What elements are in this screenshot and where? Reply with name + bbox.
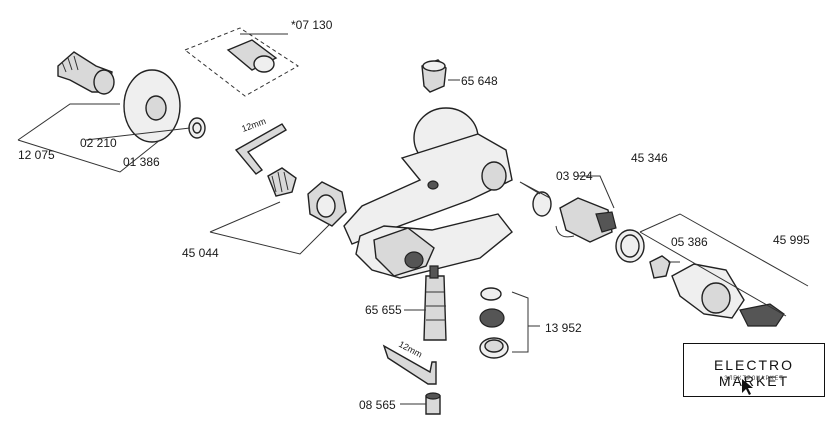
sealing-washer-left xyxy=(188,117,206,139)
thermostatic-cartridge xyxy=(555,197,617,243)
threaded-nipple xyxy=(267,167,297,197)
label-02210: 02 210 xyxy=(80,136,117,150)
label-65655: 65 655 xyxy=(365,303,402,317)
o-ring-right xyxy=(532,191,552,217)
union-nut xyxy=(307,181,347,227)
extension-sleeve-box xyxy=(183,27,299,97)
label-01386: 01 386 xyxy=(123,155,160,169)
electro-market-logo: ELECTRO MARKET ЭЛЕКТРОМАРКЕТ xyxy=(683,343,825,397)
label-05386: 05 386 xyxy=(671,235,708,249)
label-45346: 45 346 xyxy=(631,151,668,165)
label-45044: 45 044 xyxy=(182,246,219,260)
spindle-extension xyxy=(649,255,671,279)
mixer-body xyxy=(343,107,513,279)
part-number-labels: *07 130 65 648 02 210 12 075 01 386 12mm… xyxy=(18,18,810,412)
adapter-ring xyxy=(615,229,645,263)
aerator-housing xyxy=(479,337,509,359)
label-12mm-a: 12mm xyxy=(240,116,267,134)
label-45995: 45 995 xyxy=(773,233,810,247)
wall-flange xyxy=(123,69,181,143)
logo-title: ELECTRO MARKET xyxy=(713,357,795,389)
hex-key-a xyxy=(234,123,287,175)
logo-subtitle: ЭЛЕКТРОМАРКЕТ xyxy=(724,375,784,382)
label-08565: 08 565 xyxy=(359,398,396,412)
aerator-insert xyxy=(479,308,505,328)
leader-lines xyxy=(17,33,809,405)
label-65648: 65 648 xyxy=(461,74,498,88)
s-union-connector xyxy=(57,51,115,95)
cursor-arrow-icon xyxy=(742,379,753,395)
aerator-washer xyxy=(480,287,502,301)
label-12075: 12 075 xyxy=(18,148,55,162)
label-03924: 03 924 xyxy=(556,169,593,183)
plug-cap xyxy=(421,59,447,93)
label-13952: 13 952 xyxy=(545,321,582,335)
hex-key-b xyxy=(382,344,437,385)
temperature-handle xyxy=(671,263,785,327)
label-07130: *07 130 xyxy=(291,18,333,32)
small-screw-part xyxy=(425,392,441,415)
diverter-cartridge xyxy=(423,265,447,341)
